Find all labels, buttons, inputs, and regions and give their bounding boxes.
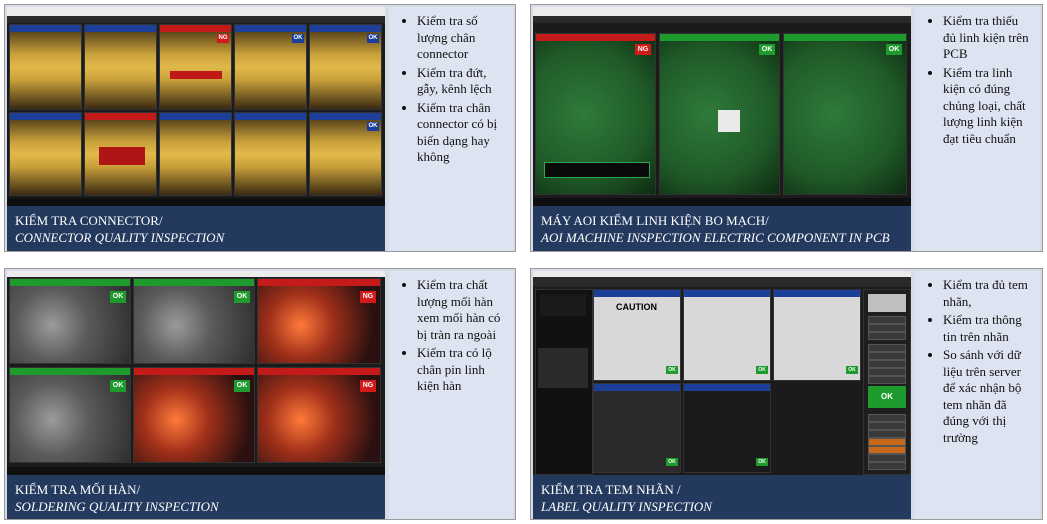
caption-connector: KIỂM TRA CONNECTOR/ CONNECTOR QUALITY IN…: [7, 206, 385, 251]
ok-badge: OK: [756, 458, 768, 466]
ng-badge: NG: [360, 380, 376, 392]
label-screenshot: CAUTION OK OK OK OK OK: [533, 271, 911, 475]
ng-badge: NG: [217, 34, 229, 43]
panel-soldering: OK OK NG OK OK NG KIỂM TRA MỐI HÀN/ SOLD…: [4, 268, 516, 520]
window-titlebar: [533, 271, 911, 277]
result-ok-button[interactable]: OK: [868, 386, 906, 408]
bullets-connector: Kiểm tra số lượng chân connector Kiểm tr…: [389, 7, 513, 251]
caption-line1: KIỂM TRA MỐI HÀN/: [15, 482, 141, 497]
window-titlebar: [7, 271, 385, 277]
menu-bar: [533, 277, 911, 287]
ok-badge: OK: [292, 34, 304, 43]
aoi-screenshot: NG OK OK: [533, 7, 911, 206]
ok-badge: OK: [756, 366, 768, 374]
ok-badge: OK: [234, 380, 250, 392]
camera-view: [84, 112, 157, 196]
caption-aoi: MÁY AOI KIỂM LINH KIỆN BO MẠCH/ AOI MACH…: [533, 206, 911, 251]
ok-badge: OK: [666, 366, 678, 374]
bullet-item: Kiểm tra chân connector có bị biến dạng …: [417, 100, 505, 166]
label-camera-view: CAUTION OK: [593, 289, 681, 381]
pcb-camera-view: NG: [535, 33, 656, 195]
camera-view: OK: [309, 112, 382, 196]
solder-camera-view: NG: [257, 278, 381, 364]
bullet-item: So sánh với dữ liệu trên server để xác n…: [943, 347, 1032, 446]
label-camera-view: OK: [683, 383, 771, 473]
ok-badge: OK: [666, 458, 678, 466]
caption-line2: CONNECTOR QUALITY INSPECTION: [15, 230, 225, 245]
connector-screenshot: NG OK OK OK: [7, 7, 385, 206]
ok-badge: OK: [367, 122, 379, 131]
caution-label: CAUTION: [616, 302, 657, 312]
ok-badge: OK: [367, 34, 379, 43]
caption-line2: AOI MACHINE INSPECTION ELECTRIC COMPONEN…: [541, 230, 890, 245]
status-bar: [533, 198, 911, 206]
pcb-camera-view: OK: [659, 33, 780, 195]
window-titlebar: [533, 7, 911, 16]
bullets-label: Kiểm tra đủ tem nhãn, Kiểm tra thông tin…: [915, 271, 1040, 519]
bullet-item: Kiểm tra có lộ chân pin linh kiện hàn: [417, 345, 505, 395]
bullets-soldering: Kiểm tra chất lượng mối hàn xem mối hàn …: [389, 271, 513, 519]
solder-camera-view: NG: [257, 367, 381, 463]
ok-badge: OK: [110, 291, 126, 303]
menu-bar: [7, 16, 385, 23]
ok-badge: OK: [110, 380, 126, 392]
window-titlebar: [7, 7, 385, 16]
caption-label: KIỂM TRA TEM NHÃN / LABEL QUALITY INSPEC…: [533, 475, 911, 519]
panel-connector: NG OK OK OK KIỂM TRA CONNECTOR/ CONNECTO…: [4, 4, 516, 252]
solder-camera-view: OK: [9, 278, 131, 364]
camera-view: [9, 112, 82, 196]
camera-view: OK: [309, 24, 382, 110]
ok-badge: OK: [846, 366, 858, 374]
camera-view: [234, 112, 307, 196]
panel-label: CAUTION OK OK OK OK OK: [530, 268, 1043, 520]
ok-badge: OK: [759, 44, 775, 55]
label-camera-view: OK: [683, 289, 771, 381]
bullet-item: Kiểm tra chất lượng mối hàn xem mối hàn …: [417, 277, 505, 343]
bullet-item: Kiểm tra đứt, gẫy, kênh lệch: [417, 65, 505, 98]
solder-camera-view: OK: [133, 278, 255, 364]
ng-badge: NG: [360, 291, 376, 303]
camera-view: NG: [159, 24, 232, 110]
bullets-aoi: Kiểm tra thiếu đủ linh kiện trên PCB Kiể…: [915, 7, 1040, 251]
bullet-item: Kiểm tra số lượng chân connector: [417, 13, 505, 63]
ok-badge: OK: [234, 291, 250, 303]
panel-aoi: NG OK OK MÁY AOI KIỂM LINH KIỆN BO MẠCH/…: [530, 4, 1043, 252]
solder-camera-view: OK: [133, 367, 255, 463]
status-bar: [7, 467, 385, 475]
camera-view: [159, 112, 232, 196]
pcb-camera-view: OK: [783, 33, 907, 195]
caption-line1: MÁY AOI KIỂM LINH KIỆN BO MẠCH/: [541, 213, 769, 228]
label-camera-view: OK: [773, 289, 861, 381]
camera-view: OK: [234, 24, 307, 110]
caption-soldering: KIỂM TRA MỐI HÀN/ SOLDERING QUALITY INSP…: [7, 475, 385, 519]
caption-line1: KIỂM TRA TEM NHÃN /: [541, 482, 681, 497]
control-column: OK: [863, 289, 911, 475]
solder-camera-view: OK: [9, 367, 131, 463]
ok-badge: OK: [886, 44, 902, 55]
bullet-item: Kiểm tra thông tin trên nhãn: [943, 312, 1032, 345]
menu-bar: [533, 16, 911, 23]
camera-view: [84, 24, 157, 110]
caption-line2: SOLDERING QUALITY INSPECTION: [15, 499, 219, 514]
caption-line2: LABEL QUALITY INSPECTION: [541, 499, 712, 514]
bullet-item: Kiểm tra thiếu đủ linh kiện trên PCB: [943, 13, 1032, 63]
ng-badge: NG: [635, 44, 651, 55]
soldering-screenshot: OK OK NG OK OK NG: [7, 271, 385, 475]
caption-line1: KIỂM TRA CONNECTOR/: [15, 213, 163, 228]
status-bar: [7, 198, 385, 206]
bullet-item: Kiểm tra đủ tem nhãn,: [943, 277, 1032, 310]
camera-view: [9, 24, 82, 110]
bullet-item: Kiểm tra linh kiện có đúng chủng loại, c…: [943, 65, 1032, 148]
info-column: [535, 289, 593, 475]
label-camera-view: OK: [593, 383, 681, 473]
